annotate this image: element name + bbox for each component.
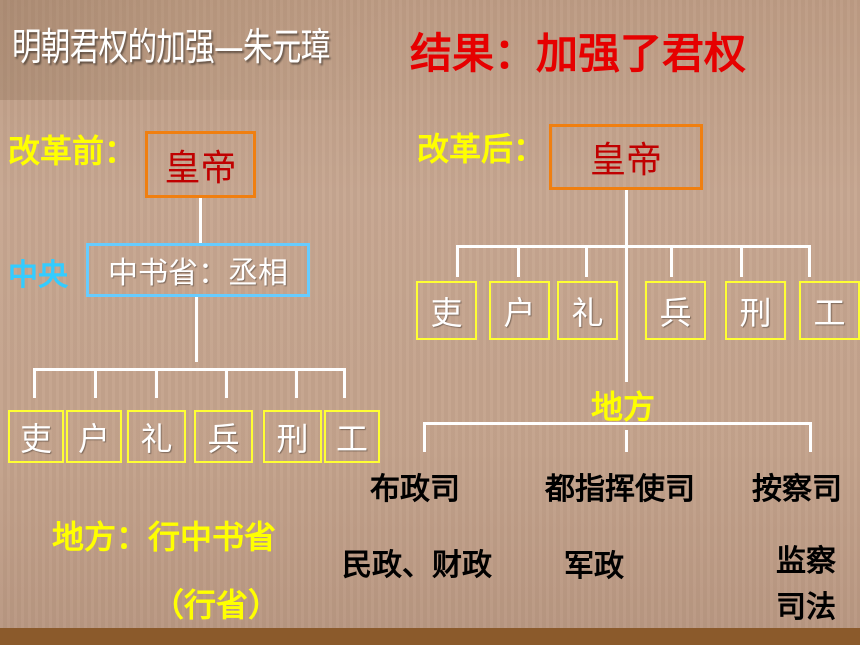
- before-reform-label: 改革前：: [8, 132, 137, 170]
- after-local-drop-3: [809, 422, 812, 452]
- after-ministry-li-rites: 礼: [557, 281, 618, 340]
- after-drop-5: [740, 245, 743, 277]
- after-drop-2: [517, 245, 520, 277]
- before-ministry-bing-war: 兵: [194, 410, 253, 463]
- after-local-label: 地方: [591, 388, 656, 426]
- duty-supervision: 监察: [776, 544, 836, 579]
- before-ministry-xing-justice: 刑: [263, 410, 322, 463]
- duty-judiciary: 司法: [776, 590, 836, 625]
- before-ministries-bar: [33, 368, 345, 371]
- before-ministry-gong-works: 工: [324, 410, 380, 463]
- after-ministry-bing-war: 兵: [645, 281, 706, 340]
- before-local-province: （行省）: [152, 586, 281, 624]
- after-local-drop-1: [423, 422, 426, 452]
- before-local-label: 地方：行中书省: [52, 518, 277, 556]
- after-local-bar: [423, 422, 812, 425]
- office-buzhengsi: 布政司: [370, 472, 460, 507]
- after-emperor-trunk: [625, 190, 628, 382]
- after-ministry-hu-revenue: 户: [489, 281, 550, 340]
- duty-civil-finance: 民政、财政: [342, 548, 492, 583]
- bottom-bar: [0, 628, 860, 645]
- after-ministry-gong-works: 工: [799, 281, 860, 340]
- slide-title: 明朝君权的加强—朱元璋: [12, 25, 330, 69]
- after-reform-label: 改革后：: [417, 130, 546, 168]
- duty-military: 军政: [564, 549, 624, 584]
- before-ministry-li-personnel: 吏: [8, 410, 64, 463]
- after-ministry-li-personnel: 吏: [416, 281, 477, 340]
- before-ministry-hu-revenue: 户: [66, 410, 122, 463]
- header-background-photo: [0, 0, 400, 100]
- before-drop-2: [94, 368, 97, 398]
- zhongshu-chancellor-box: 中书省：丞相: [86, 243, 310, 297]
- before-drop-6: [343, 368, 346, 398]
- before-connector-emperor-zhongshu: [199, 198, 202, 243]
- after-drop-1: [456, 245, 459, 277]
- central-label: 中央: [8, 258, 68, 293]
- after-ministry-xing-justice: 刑: [725, 281, 786, 340]
- after-ministries-bar: [456, 245, 811, 248]
- after-drop-6: [808, 245, 811, 277]
- before-drop-1: [33, 368, 36, 398]
- before-drop-5: [295, 368, 298, 398]
- after-drop-4: [670, 245, 673, 277]
- after-emperor-box: 皇帝: [549, 124, 703, 190]
- office-anchasi: 按察司: [752, 472, 842, 507]
- before-ministry-li-rites: 礼: [127, 410, 186, 463]
- result-heading: 结果：加强了君权: [410, 29, 747, 78]
- after-local-drop-2: [625, 430, 628, 452]
- before-drop-4: [225, 368, 228, 398]
- before-drop-3: [155, 368, 158, 398]
- before-connector-zhongshu-ministries: [195, 297, 198, 362]
- before-emperor-box: 皇帝: [145, 131, 256, 198]
- office-duzhihuishisi: 都指挥使司: [545, 472, 695, 507]
- after-drop-3: [585, 245, 588, 277]
